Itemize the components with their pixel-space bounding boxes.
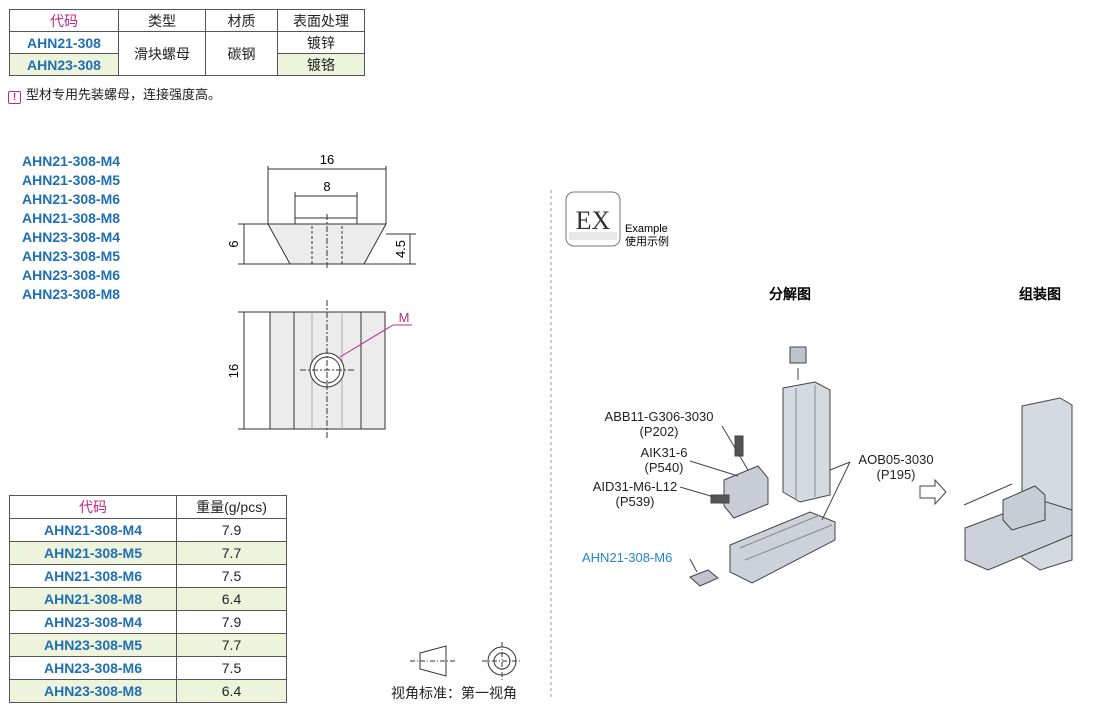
spec-type-cell: 滑块螺母 xyxy=(118,31,206,76)
dim-length: 16 xyxy=(226,364,241,378)
spec-finish-cell: 镀铬 xyxy=(277,53,365,76)
spec-code-cell: AHN23-308 xyxy=(9,53,119,76)
weight-value-cell: 7.7 xyxy=(176,633,287,657)
callout-profile: AOB05-3030 (P195) xyxy=(850,452,942,482)
weight-code-cell: AHN21-308-M6 xyxy=(9,564,177,588)
weight-value-cell: 7.5 xyxy=(176,564,287,588)
dim-height-inner: 4.5 xyxy=(393,240,408,258)
callout-code: AOB05-3030 xyxy=(858,452,934,467)
exploded-illustration xyxy=(679,346,947,587)
spec-material-cell: 碳钢 xyxy=(205,31,278,76)
col-weight-header: 重量(g/pcs) xyxy=(176,495,287,519)
callout-page: (P195) xyxy=(876,467,916,482)
example-badge xyxy=(565,191,621,247)
part-number: AHN21-308-M8 xyxy=(22,210,121,226)
part-number: AHN21-308-M6 xyxy=(22,191,121,207)
callout-bracket: ABB11-G306-3030 (P202) xyxy=(592,409,726,439)
example-subtitle: 使用示例 xyxy=(625,234,669,248)
callout-page: (P540) xyxy=(644,460,684,475)
callout-code: ABB11-G306-3030 xyxy=(604,409,714,424)
weight-value-cell: 6.4 xyxy=(176,679,287,703)
weight-code-cell: AHN23-308-M4 xyxy=(9,610,177,634)
weight-code-cell: AHN23-308-M6 xyxy=(9,656,177,680)
callout-code: AIK31-6 xyxy=(640,445,688,460)
callout-page: (P539) xyxy=(615,494,655,509)
spec-finish-cell: 镀锌 xyxy=(277,31,365,54)
note: ! 型材专用先装螺母，连接强度高。 xyxy=(8,84,221,104)
weight-value-cell: 6.4 xyxy=(176,587,287,611)
example-title: Example xyxy=(625,223,668,235)
callout-nut: AHN21-308-M6 xyxy=(582,550,673,565)
weight-code-cell: AHN23-308-M8 xyxy=(9,679,177,703)
weight-code-cell: AHN21-308-M5 xyxy=(9,541,177,565)
assembled-illustration xyxy=(963,397,1073,571)
warning-icon: ! xyxy=(8,91,21,104)
callout-page: (P202) xyxy=(639,424,679,439)
weight-value-cell: 7.7 xyxy=(176,541,287,565)
weight-value-cell: 7.9 xyxy=(176,518,287,542)
part-number: AHN21-308-M4 xyxy=(22,153,121,169)
dim-width-total: 16 xyxy=(320,152,334,167)
note-text: 型材专用先装螺母，连接强度高。 xyxy=(26,87,222,102)
weight-code-cell: AHN21-308-M8 xyxy=(9,587,177,611)
dim-height: 6 xyxy=(226,240,241,247)
part-number: AHN21-308-M5 xyxy=(22,172,121,188)
dim-groove-width: 8 xyxy=(323,179,330,194)
callout-bolt: AID31-M6-L12 (P539) xyxy=(584,479,686,509)
example-badge-text: EX xyxy=(576,206,611,235)
projection-symbol xyxy=(410,642,522,680)
part-number: AHN23-308-M8 xyxy=(22,286,121,302)
part-number: AHN23-308-M5 xyxy=(22,248,121,264)
col-code-header: 代码 xyxy=(9,495,177,519)
spec-table: 代码 类型 材质 表面处理 AHN21-308 滑块螺母 碳钢 镀锌 AHN23… xyxy=(9,9,365,76)
assembled-title: 组装图 xyxy=(1019,286,1061,302)
callout-cap: AIK31-6 (P540) xyxy=(628,445,700,475)
thread-label: M xyxy=(399,310,410,325)
exploded-title: 分解图 xyxy=(769,286,811,302)
part-number: AHN23-308-M4 xyxy=(22,229,121,245)
part-number-list: AHN21-308-M4 AHN21-308-M5 AHN21-308-M6 A… xyxy=(22,152,120,304)
projection-label: 视角标准：第一视角 xyxy=(391,685,517,701)
weight-value-cell: 7.5 xyxy=(176,656,287,680)
weight-code-cell: AHN21-308-M4 xyxy=(9,518,177,542)
part-number: AHN23-308-M6 xyxy=(22,267,121,283)
spec-code-cell: AHN21-308 xyxy=(9,31,119,54)
callout-code: AID31-M6-L12 xyxy=(592,479,678,494)
weight-code-cell: AHN23-308-M5 xyxy=(9,633,177,657)
weight-value-cell: 7.9 xyxy=(176,610,287,634)
